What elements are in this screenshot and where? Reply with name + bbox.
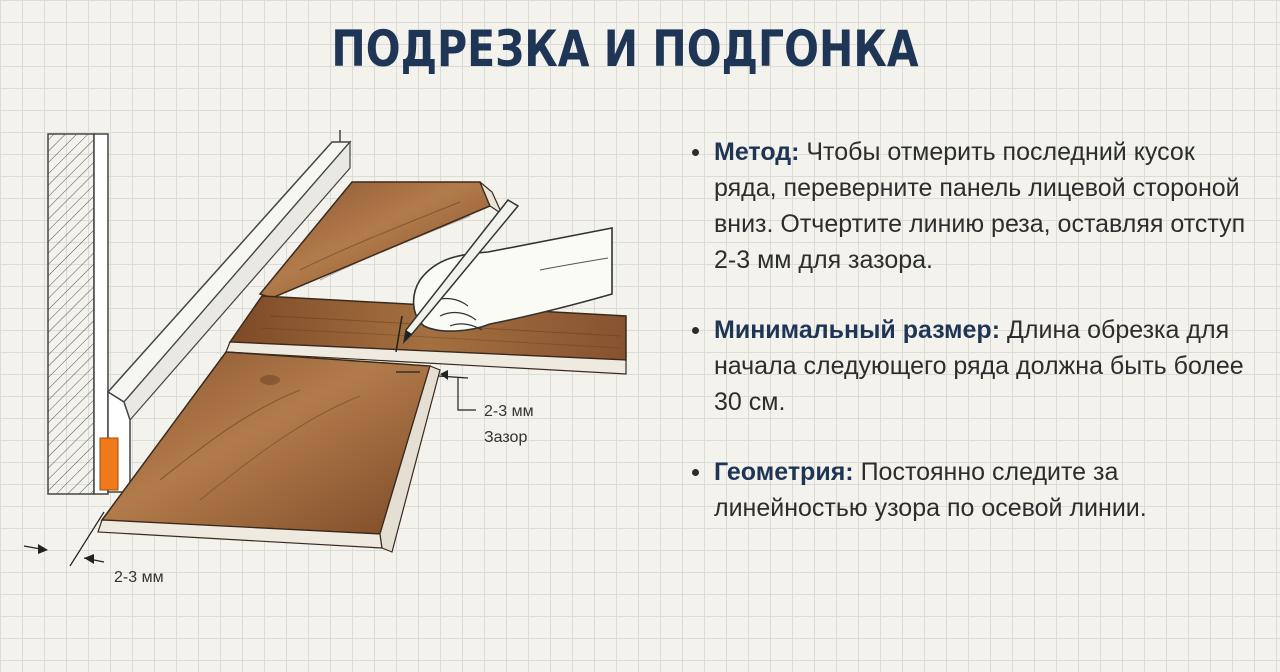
spacer-wedge (99, 437, 119, 491)
gap-label: 2-3 мм (484, 403, 534, 420)
wall-gap-dimension: 2-3 мм (23, 511, 164, 586)
gap-caption: Зазор (484, 429, 527, 446)
tip-text: Длина обрезка для начала следующего ряда… (714, 316, 1244, 416)
tip-method: Метод: Чтобы отмерить последний кусок ря… (688, 134, 1258, 278)
plank-front (97, 351, 441, 553)
tip-term: Минимальный размер: (714, 316, 1001, 344)
tip-term: Геометрия: (714, 458, 854, 486)
baseboard (106, 130, 352, 493)
hand-with-pencil (402, 199, 613, 345)
tip-text: Чтобы отмерить последний кусок ряда, пер… (714, 138, 1246, 274)
flooring-illustration: 2-3 мм Зазор 2-3 мм (23, 130, 627, 586)
page-title: ПОДРЕЗКА И ПОДГОНКА (331, 20, 919, 78)
plank-back (258, 181, 504, 299)
tip-min-size: Минимальный размер: Длина обрезка для на… (688, 312, 1258, 420)
tip-geometry: Геометрия: Постоянно следите за линейнос… (688, 454, 1258, 526)
wall-gap-label: 2-3 мм (114, 569, 164, 586)
tip-term: Метод: (714, 138, 800, 166)
wall (47, 133, 109, 495)
tip-text: Постоянно следите за линейностью узора п… (714, 458, 1147, 522)
tips-list: Метод: Чтобы отмерить последний кусок ря… (688, 134, 1258, 560)
gap-dimension: 2-3 мм Зазор (396, 370, 534, 446)
